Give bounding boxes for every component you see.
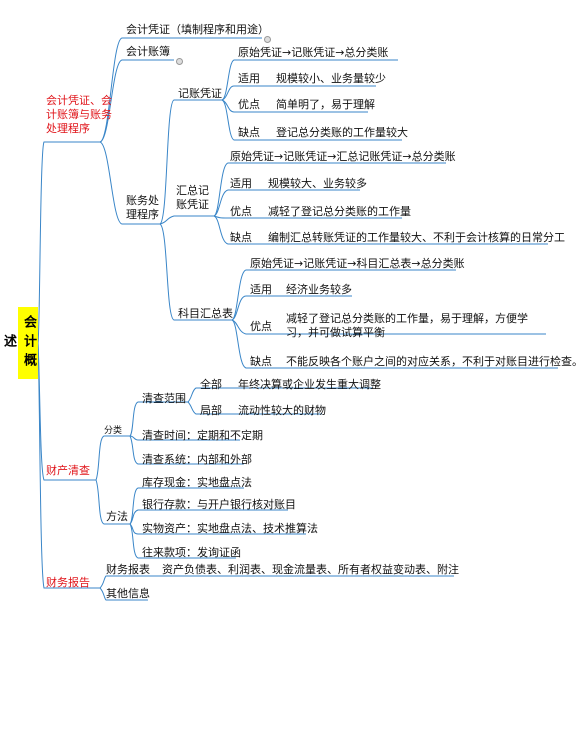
- node-financial-statements[interactable]: 财务报表: [106, 563, 150, 576]
- method-account-summary-con-key: 缺点: [250, 355, 272, 368]
- ledger-attachment-icon[interactable]: [176, 58, 183, 65]
- scope-full-key: 全部: [200, 378, 222, 391]
- method-summary-voucher-con-key: 缺点: [230, 231, 252, 244]
- method-voucher-pro-key: 优点: [238, 98, 260, 111]
- method-account-summary-pro-value: 减轻了登记总分类账的工作量，易于理解，方便学习，并可做试算平衡: [286, 312, 528, 339]
- method-voucher-con-key: 缺点: [238, 126, 260, 139]
- method-summary-voucher-pro-key: 优点: [230, 205, 252, 218]
- method-summary-voucher-flow: 原始凭证→记账凭证→汇总记账凭证→总分类账: [230, 150, 456, 163]
- scope-full-value: 年终决算或企业发生重大调整: [238, 378, 381, 391]
- method-receivables: 往来款项：发询证函: [142, 546, 241, 559]
- node-processing-procedure[interactable]: 账务处理程序: [126, 194, 159, 221]
- root-node[interactable]: 会计概述: [1, 307, 38, 379]
- method-summary-voucher-con-value: 编制汇总转账凭证的工作量较大、不利于会计核算的日常分工: [268, 231, 565, 244]
- node-inventory-time[interactable]: 清查时间：定期和不定期: [142, 429, 263, 442]
- method-voucher-con-value: 登记总分类账的工作量较大: [276, 126, 408, 139]
- method-physical-assets: 实物资产：实地盘点法、技术推算法: [142, 522, 318, 535]
- method-voucher-pro-value: 简单明了，易于理解: [276, 98, 375, 111]
- method-summary-voucher-label[interactable]: 汇总记账凭证: [176, 184, 209, 211]
- node-accounting-voucher[interactable]: 会计凭证（填制程序和用途）: [126, 23, 269, 36]
- node-other-information[interactable]: 其他信息: [106, 587, 150, 600]
- method-account-summary-flow: 原始凭证→记账凭证→科目汇总表→总分类账: [250, 257, 465, 270]
- branch-voucher-ledger-procedure[interactable]: 会计凭证、会计账簿与账务处理程序: [46, 94, 112, 135]
- method-account-summary-apply-key: 适用: [250, 283, 272, 296]
- method-account-summary-label[interactable]: 科目汇总表: [178, 307, 233, 320]
- method-summary-voucher-apply-value: 规模较大、业务较多: [268, 177, 367, 190]
- method-cash: 库存现金：实地盘点法: [142, 476, 252, 489]
- financial-statements-value: 资产负债表、利润表、现金流量表、所有者权益变动表、附注: [162, 563, 459, 576]
- method-voucher-flow: 原始凭证→记账凭证→总分类账: [238, 46, 389, 59]
- method-voucher-apply-value: 规模较小、业务量较少: [276, 72, 386, 85]
- node-inventory-scope[interactable]: 清查范围: [142, 392, 186, 405]
- method-account-summary-apply-value: 经济业务较多: [286, 283, 352, 296]
- branch-property-inventory[interactable]: 财产清查: [46, 464, 90, 477]
- method-account-summary-con-value: 不能反映各个账户之间的对应关系，不利于对账目进行检查。: [286, 355, 583, 368]
- scope-partial-value: 流动性较大的财物: [238, 404, 326, 417]
- node-accounting-ledger[interactable]: 会计账簿: [126, 45, 170, 58]
- method-voucher-apply-key: 适用: [238, 72, 260, 85]
- method-bank-deposit: 银行存款：与开户银行核对账目: [142, 498, 296, 511]
- branch-financial-report[interactable]: 财务报告: [46, 576, 90, 589]
- method-account-summary-pro-key: 优点: [250, 320, 272, 333]
- method-voucher-label[interactable]: 记账凭证: [178, 87, 222, 100]
- method-summary-voucher-pro-value: 减轻了登记总分类账的工作量: [268, 205, 411, 218]
- node-classification[interactable]: 分类: [104, 426, 123, 436]
- scope-partial-key: 局部: [200, 404, 222, 417]
- node-method[interactable]: 方法: [106, 510, 128, 523]
- voucher-attachment-icon[interactable]: [264, 36, 271, 43]
- method-summary-voucher-apply-key: 适用: [230, 177, 252, 190]
- node-inventory-system[interactable]: 清查系统：内部和外部: [142, 453, 252, 466]
